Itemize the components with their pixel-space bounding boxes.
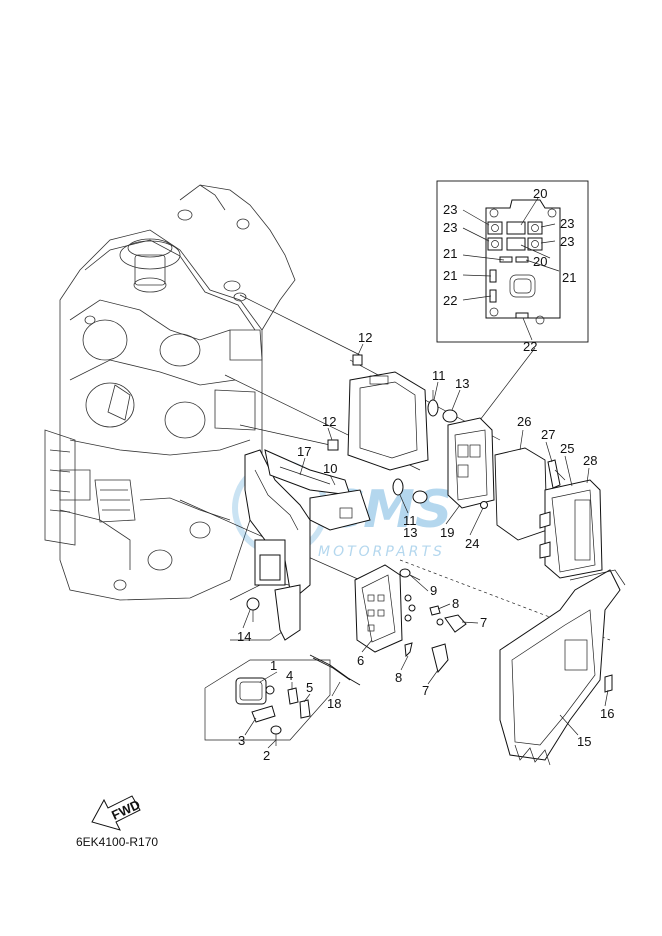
callout-23b: 23	[443, 220, 457, 235]
callout-20b: 20	[533, 254, 547, 269]
callout-8a: 8	[452, 596, 459, 611]
callout-11b: 11	[403, 513, 417, 528]
callout-7b: 7	[422, 683, 429, 698]
callout-18: 18	[327, 696, 341, 711]
callout-17: 17	[297, 444, 311, 459]
callout-16: 16	[600, 706, 614, 721]
callout-7a: 7	[480, 615, 487, 630]
detail-inset	[436, 180, 589, 343]
callout-25: 25	[560, 441, 574, 456]
callout-28: 28	[583, 453, 597, 468]
relay-group	[235, 677, 311, 746]
callout-27: 27	[541, 427, 555, 442]
callout-13b: 13	[403, 525, 417, 540]
callout-6: 6	[357, 653, 364, 668]
callout-23a: 23	[443, 202, 457, 217]
callout-5: 5	[306, 680, 313, 695]
callout-2: 2	[263, 748, 270, 763]
callout-22b: 22	[523, 339, 537, 354]
watermark-sub: MOTORPARTS	[318, 544, 445, 560]
callout-21b: 21	[443, 268, 457, 283]
cdi-unit-group	[539, 459, 603, 579]
callout-9: 9	[430, 583, 437, 598]
callout-21a: 21	[443, 246, 457, 261]
bracket-assembly	[244, 449, 371, 641]
callout-11a: 11	[432, 368, 446, 383]
callout-labels: 1 2 3 4 5 6 7 7 8 8 9 10 11 11 12 12 13 …	[237, 186, 614, 763]
callout-12a: 12	[358, 330, 372, 345]
fwd-label: FWD	[109, 797, 142, 823]
callout-3: 3	[238, 733, 245, 748]
callout-23c: 23	[560, 216, 574, 231]
callout-21c: 21	[562, 270, 576, 285]
callout-leaders	[242, 343, 609, 749]
callout-26: 26	[517, 414, 531, 429]
callout-12b: 12	[322, 414, 336, 429]
rectifier-group	[309, 564, 467, 686]
callout-22a: 22	[443, 293, 457, 308]
callout-24: 24	[465, 536, 479, 551]
callout-4: 4	[286, 668, 293, 683]
inset-frame	[436, 180, 589, 343]
callout-20a: 20	[533, 186, 547, 201]
engine-block	[44, 184, 296, 601]
callout-19: 19	[440, 525, 454, 540]
callout-1: 1	[270, 658, 277, 673]
mounting-plate-15	[499, 569, 626, 766]
fwd-arrow: FWD	[91, 795, 142, 831]
callout-10: 10	[323, 461, 337, 476]
callout-8b: 8	[395, 670, 402, 685]
callout-15: 15	[577, 734, 591, 749]
callout-14: 14	[237, 629, 251, 644]
callout-13a: 13	[455, 376, 469, 391]
diagram-code: 6EK4100-R170	[76, 835, 158, 849]
igniter-cover-assembly	[327, 354, 548, 541]
callout-23d: 23	[560, 234, 574, 249]
